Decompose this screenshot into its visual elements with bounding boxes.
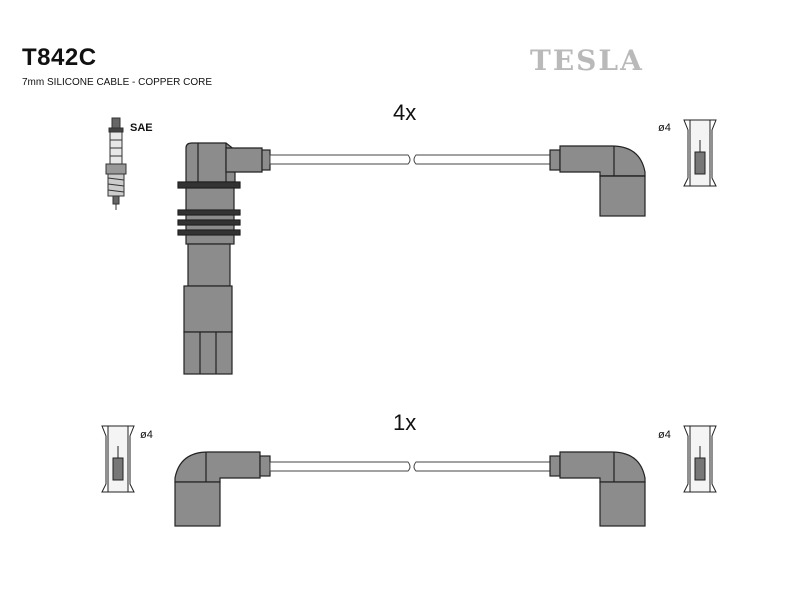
- spark-plug-icon: [105, 117, 127, 210]
- terminal-bottom-left: [101, 425, 135, 493]
- quantity-bottom-label: 1x: [393, 410, 417, 435]
- terminal-bottom-right: [683, 425, 717, 493]
- plug-boot-long: [177, 142, 271, 375]
- brand-logo: TESLA: [530, 44, 644, 77]
- cable-bottom: [269, 461, 553, 472]
- coil-boot-bottom-left: [174, 451, 271, 527]
- terminal-size-top-right: ø4: [658, 122, 671, 134]
- terminal-size-bottom-left: ø4: [140, 429, 153, 441]
- terminal-top-right: [683, 119, 717, 187]
- part-number: T842C: [22, 44, 97, 71]
- coil-boot-top: [549, 145, 646, 217]
- cable-top: [269, 154, 553, 165]
- terminal-size-bottom-right: ø4: [658, 429, 671, 441]
- cable-description: 7mm SILICONE CABLE - COPPER CORE: [22, 77, 213, 88]
- sae-label: SAE: [130, 122, 153, 134]
- coil-boot-bottom-right: [549, 451, 646, 527]
- quantity-top-label: 4x: [393, 100, 417, 125]
